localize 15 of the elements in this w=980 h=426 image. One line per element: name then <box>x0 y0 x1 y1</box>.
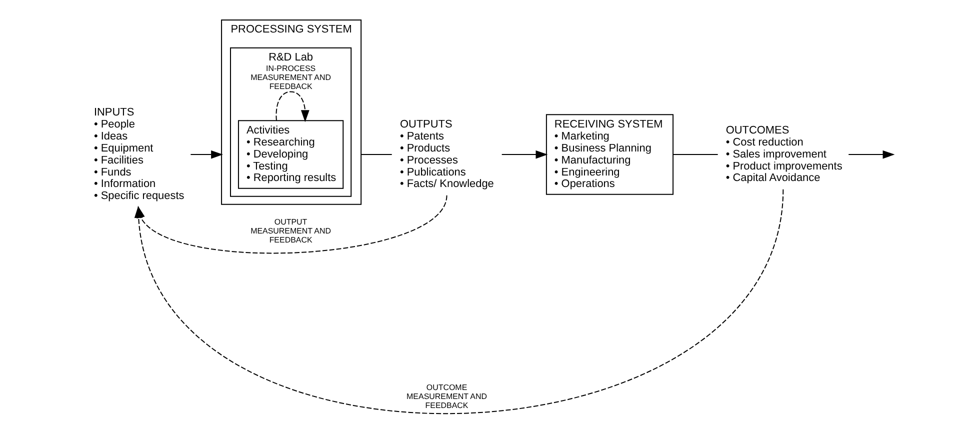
node-box: RECEIVING SYSTEM • Marketing • Business Planning • Manufacturing • Engineering • Operations <box>546 114 674 195</box>
arrow <box>501 150 548 159</box>
arrow <box>190 150 224 159</box>
arrow <box>134 188 784 414</box>
connector <box>672 154 718 156</box>
node-box: Activities • Researching • Developing • Testing • Reporting results <box>238 120 344 189</box>
arrow <box>276 91 310 122</box>
node-text: OUTCOMES • Cost reduction • Sales improvement • Product improvements • Capital Avoidance <box>726 124 842 184</box>
edge-label: OUTPUT MEASUREMENT AND FEEDBACK <box>250 218 332 245</box>
edge-label: OUTCOME MEASUREMENT AND FEEDBACK <box>406 383 488 410</box>
edge-label: IN-PROCESS MEASUREMENT AND FEEDBACK <box>250 64 332 92</box>
connector <box>360 154 392 156</box>
node-text: INPUTS • People • Ideas • Equipment • Facilities • Funds • Information • Specific requests <box>94 106 184 202</box>
node-text: OUTPUTS • Patents • Products • Processes • Publications • Facts/ Knowledge <box>400 118 494 190</box>
arrow <box>848 150 895 159</box>
